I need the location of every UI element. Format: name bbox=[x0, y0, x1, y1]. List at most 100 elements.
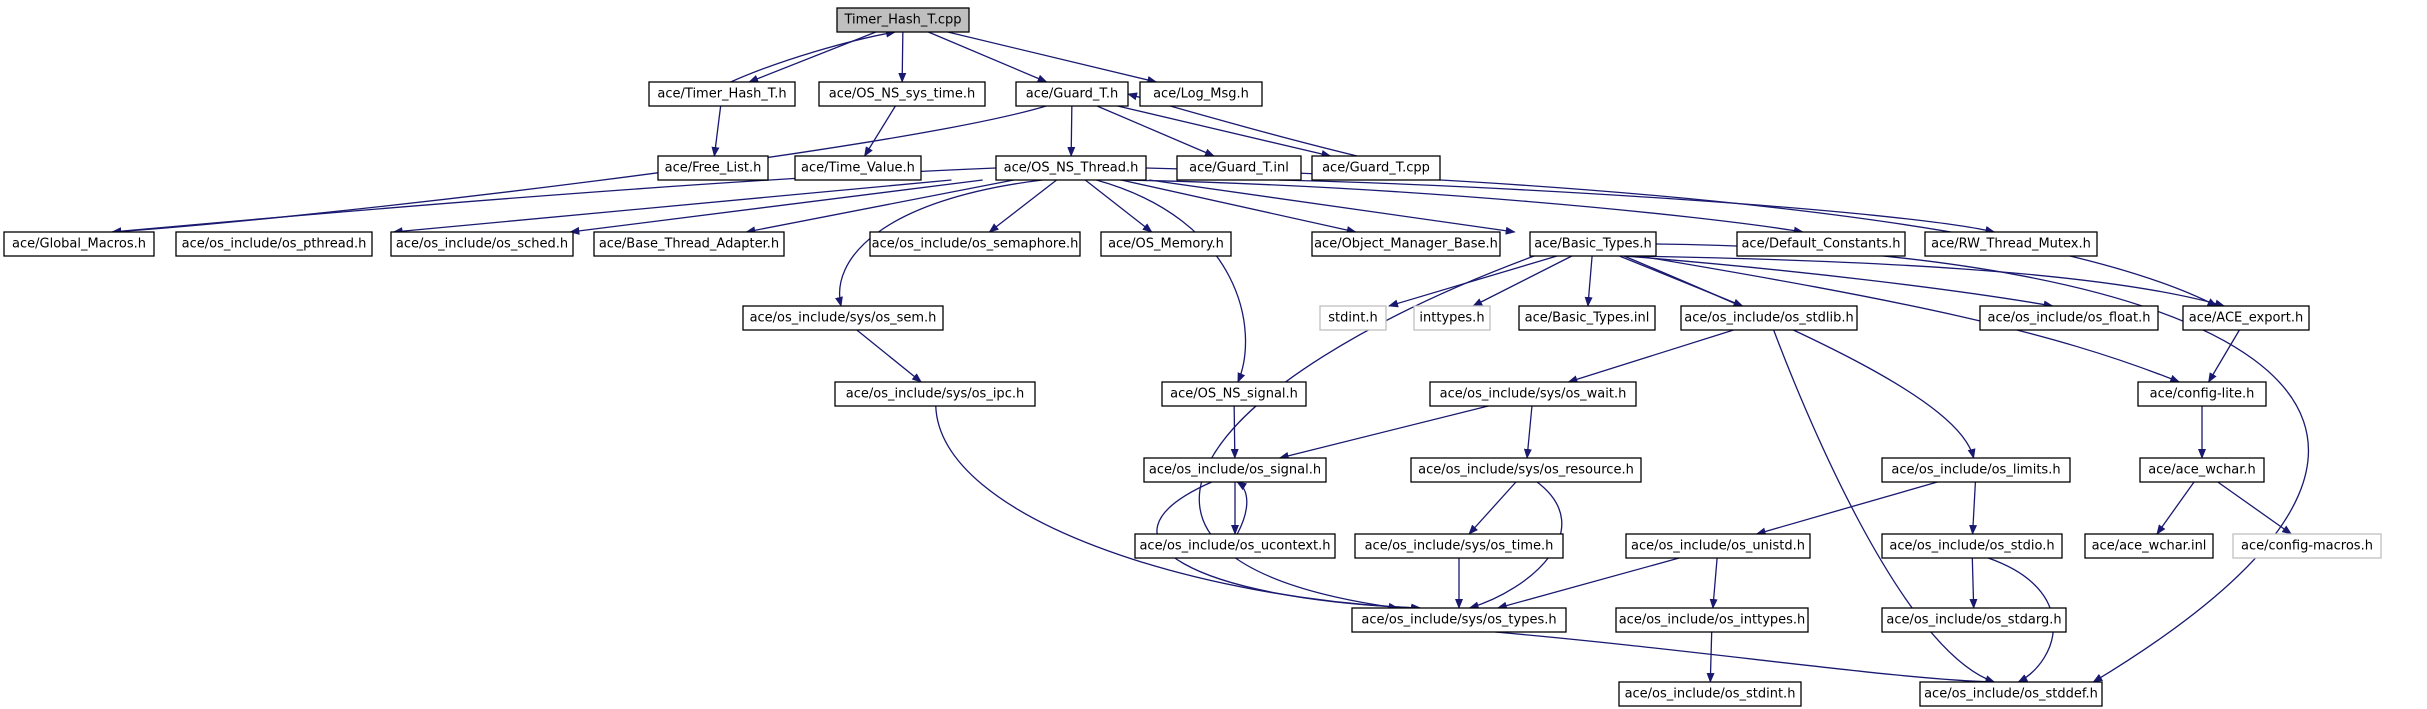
node-box bbox=[3, 231, 155, 257]
node-box bbox=[1410, 457, 1642, 483]
node-box bbox=[836, 7, 970, 33]
node-os-ipc-h[interactable]: ace/os_include/sys/os_ipc.h bbox=[834, 381, 1036, 407]
node-box bbox=[2182, 305, 2310, 331]
node-os-inttypes-h[interactable]: ace/os_include/os_inttypes.h bbox=[1615, 607, 1809, 633]
node-label: ace/Log_Msg.h bbox=[1153, 87, 1249, 102]
edge-guard_t_h-to-guard_t_inl bbox=[1096, 105, 1215, 157]
edge-ace_wchar_h-to-ace_wchar_inl bbox=[2156, 481, 2195, 535]
node-os-stddef-h[interactable]: ace/os_include/os_stddef.h bbox=[1919, 681, 2103, 707]
node-os-sys-time-h[interactable]: ace/os_include/sys/os_time.h bbox=[1354, 533, 1564, 559]
edge-os_ns_thread_h-to-os_semaphore_h bbox=[988, 179, 1057, 233]
node-box bbox=[1351, 607, 1567, 633]
node-box bbox=[1015, 81, 1129, 107]
node-basic-types-inl[interactable]: ace/Basic_Types.inl bbox=[1518, 305, 1656, 331]
edge-os_wait_h-to-os_signal_h bbox=[1278, 405, 1489, 460]
node-time-value-h[interactable]: ace/Time_Value.h bbox=[794, 155, 922, 181]
edge-os_stdlib_h-to-os_wait_h bbox=[1567, 329, 1734, 384]
node-os-signal-h[interactable]: ace/os_include/os_signal.h bbox=[1143, 457, 1327, 483]
node-box bbox=[1618, 681, 1802, 707]
node-os-stdarg-h[interactable]: ace/os_include/os_stdarg.h bbox=[1881, 607, 2067, 633]
node-os-pthread-h[interactable]: ace/os_include/os_pthread.h bbox=[175, 231, 373, 257]
node-os-resource-h[interactable]: ace/os_include/sys/os_resource.h bbox=[1410, 457, 1642, 483]
edge-os_limits_h-to-os_stdio_h bbox=[1969, 481, 1978, 535]
node-os-types-h[interactable]: ace/os_include/sys/os_types.h bbox=[1351, 607, 1567, 633]
edge-os_ipc_h-to-os_types_h bbox=[935, 405, 1422, 612]
node-os-float-h[interactable]: ace/os_include/os_float.h bbox=[1979, 305, 2159, 331]
edge-os_signal_h-to-os_types_h bbox=[1156, 481, 1422, 612]
node-box bbox=[1311, 231, 1501, 257]
node-ace-wchar-h[interactable]: ace/ace_wchar.h bbox=[2139, 457, 2265, 483]
node-label: ace/os_include/sys/os_time.h bbox=[1365, 539, 1554, 554]
node-os-semaphore-h[interactable]: ace/os_include/os_semaphore.h bbox=[869, 231, 1081, 257]
node-timer-hash-t-h[interactable]: ace/Timer_Hash_T.h bbox=[648, 81, 796, 107]
node-rw-thread-mutex-h[interactable]: ace/RW_Thread_Mutex.h bbox=[1924, 231, 2098, 257]
node-label: ace/os_include/sys/os_wait.h bbox=[1440, 387, 1627, 402]
node-box bbox=[1529, 231, 1657, 257]
node-label: ace/Guard_T.cpp bbox=[1322, 161, 1430, 176]
node-label: ace/os_include/os_stddef.h bbox=[1924, 687, 2098, 702]
node-object-manager-base-h[interactable]: ace/Object_Manager_Base.h bbox=[1311, 231, 1501, 257]
edge-os_unistd_h-to-os_inttypes_h bbox=[1709, 557, 1718, 609]
node-basic-types-h[interactable]: ace/Basic_Types.h bbox=[1529, 231, 1657, 257]
edge-basic_types_h-to-config_lite_h bbox=[1638, 255, 2181, 383]
node-label: ace/config-macros.h bbox=[2241, 539, 2373, 554]
node-label: stdint.h bbox=[1328, 311, 1377, 326]
node-guard-t-cpp[interactable]: ace/Guard_T.cpp bbox=[1311, 155, 1441, 181]
edge-os_types_h-to-os_stddef_h bbox=[1495, 631, 1996, 686]
node-os-ns-sys-time-h[interactable]: ace/OS_NS_sys_time.h bbox=[818, 81, 986, 107]
edge-os_wait_h-to-os_resource_h bbox=[1523, 405, 1533, 459]
node-free-list-h[interactable]: ace/Free_List.h bbox=[657, 155, 769, 181]
node-os-sched-h[interactable]: ace/os_include/os_sched.h bbox=[390, 231, 574, 257]
node-box bbox=[1311, 155, 1441, 181]
node-os-ns-signal-h[interactable]: ace/OS_NS_signal.h bbox=[1161, 381, 1307, 407]
node-guard-t-inl[interactable]: ace/Guard_T.inl bbox=[1176, 155, 1302, 181]
node-label: ace/Guard_T.h bbox=[1026, 87, 1118, 102]
node-box bbox=[593, 231, 785, 257]
node-ace-wchar-inl[interactable]: ace/ace_wchar.inl bbox=[2084, 533, 2214, 559]
edge-guard_t_h-to-os_ns_thread_h bbox=[1067, 105, 1076, 157]
node-default-constants-h[interactable]: ace/Default_Constants.h bbox=[1736, 231, 1906, 257]
node-label: ace/Free_List.h bbox=[665, 161, 762, 176]
node-os-stdlib-h[interactable]: ace/os_include/os_stdlib.h bbox=[1680, 305, 1858, 331]
node-os-limits-h[interactable]: ace/os_include/os_limits.h bbox=[1881, 457, 2071, 483]
node-box bbox=[1134, 533, 1336, 559]
node-global-macros-h[interactable]: ace/Global_Macros.h bbox=[3, 231, 155, 257]
node-box bbox=[1429, 381, 1637, 407]
node-label: ace/Base_Thread_Adapter.h bbox=[599, 237, 779, 252]
node-inttypes-h: inttypes.h bbox=[1413, 305, 1491, 331]
node-os-sem-h[interactable]: ace/os_include/sys/os_sem.h bbox=[742, 305, 944, 331]
node-config-lite-h[interactable]: ace/config-lite.h bbox=[2137, 381, 2267, 407]
edge-timer_hash_t_cpp-to-os_ns_sys_time_h bbox=[898, 31, 907, 83]
node-label: ace/Time_Value.h bbox=[801, 161, 915, 176]
node-os-stdint-h[interactable]: ace/os_include/os_stdint.h bbox=[1618, 681, 1802, 707]
node-label: ace/os_include/sys/os_sem.h bbox=[750, 311, 937, 326]
edge-basic_types_h-to-stdint_h bbox=[1388, 255, 1558, 308]
node-ace-export-h[interactable]: ace/ACE_export.h bbox=[2182, 305, 2310, 331]
node-os-stdio-h[interactable]: ace/os_include/os_stdio.h bbox=[1881, 533, 2063, 559]
node-label: ace/OS_NS_signal.h bbox=[1170, 387, 1298, 402]
node-label: ace/Basic_Types.h bbox=[1534, 237, 1651, 252]
edge-guard_t_inl-to-rw_thread_mutex_h bbox=[1278, 179, 1996, 234]
node-os-ucontext-h[interactable]: ace/os_include/os_ucontext.h bbox=[1134, 533, 1336, 559]
node-os-wait-h[interactable]: ace/os_include/sys/os_wait.h bbox=[1429, 381, 1637, 407]
node-log-msg-h[interactable]: ace/Log_Msg.h bbox=[1139, 81, 1263, 107]
node-label: ace/os_include/os_inttypes.h bbox=[1619, 613, 1806, 628]
edge-os_stdlib_h-to-os_stddef_h bbox=[1773, 329, 1996, 683]
node-box bbox=[1413, 305, 1491, 331]
node-box bbox=[175, 231, 373, 257]
edge-guard_t_h-to-guard_t_cpp bbox=[1117, 105, 1332, 158]
node-config-macros-h: ace/config-macros.h bbox=[2232, 533, 2382, 559]
node-label: ace/OS_NS_sys_time.h bbox=[829, 87, 975, 102]
node-box bbox=[1680, 305, 1858, 331]
node-label: ace/ACE_export.h bbox=[2189, 311, 2303, 326]
node-base-thread-adapter-h[interactable]: ace/Base_Thread_Adapter.h bbox=[593, 231, 785, 257]
node-guard-t-h[interactable]: ace/Guard_T.h bbox=[1015, 81, 1129, 107]
node-timer-hash-t-cpp[interactable]: Timer_Hash_T.cpp bbox=[836, 7, 970, 33]
edge-basic_types_h-to-os_limits_h bbox=[1623, 255, 1976, 459]
edge-basic_types_h-to-ace_export_h bbox=[1631, 255, 2226, 308]
node-os-memory-h[interactable]: ace/OS_Memory.h bbox=[1100, 231, 1232, 257]
node-os-unistd-h[interactable]: ace/os_include/os_unistd.h bbox=[1625, 533, 1811, 559]
node-box bbox=[1919, 681, 2103, 707]
node-os-ns-thread-h[interactable]: ace/OS_NS_Thread.h bbox=[995, 155, 1147, 181]
